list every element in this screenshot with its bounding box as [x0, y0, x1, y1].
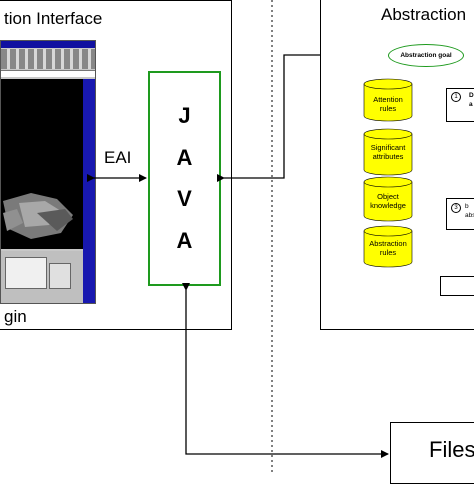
java-letter-a: A: [176, 144, 193, 170]
step-text-3b: abstra: [465, 212, 474, 219]
browser-screenshot: [0, 40, 96, 304]
step-box-bottom: [440, 276, 474, 296]
java-box: J A V A: [148, 71, 221, 286]
java-letter-v: V: [177, 186, 192, 212]
files-label: Files: [429, 437, 474, 462]
step-text-1a: De: [469, 92, 474, 99]
browser-titlebar: [1, 41, 95, 48]
abstraction-goal: Abstraction goal: [388, 44, 464, 67]
step-box-3: 3 b abstra: [446, 198, 474, 230]
files-box: Files: [390, 422, 474, 484]
java-letter-a2: A: [176, 228, 193, 254]
browser-3d-viewport: [1, 79, 83, 249]
browser-lower-pane: [1, 251, 83, 303]
cylinder-label-abstraction: Abstraction rules: [369, 239, 407, 257]
abstraction-panel-title: Abstraction: [381, 5, 467, 24]
browser-address-bar: [1, 70, 95, 77]
cylinder-label-significant: Significant attributes: [370, 143, 406, 161]
step-box-1: 1 De a: [446, 88, 474, 122]
browser-toolbar: [1, 49, 95, 69]
step-text-1b: a: [469, 101, 473, 108]
java-letter-j: J: [178, 102, 191, 128]
cylinder-label-object: Object knowledge: [370, 192, 406, 210]
interface-panel-title: tion Interface: [4, 9, 103, 28]
step-text-3a: b: [465, 203, 469, 210]
step-number-1: 1: [451, 92, 461, 102]
step-number-3: 3: [451, 203, 461, 213]
3d-scene: [3, 193, 73, 239]
eai-label: EAI: [104, 148, 132, 167]
interface-panel-footer: gin: [4, 307, 27, 326]
cylinder-label-attention: Attention rules: [373, 95, 403, 113]
abstraction-goal-label: Abstraction goal: [400, 52, 452, 59]
browser-blue-sidebar: [83, 79, 95, 303]
